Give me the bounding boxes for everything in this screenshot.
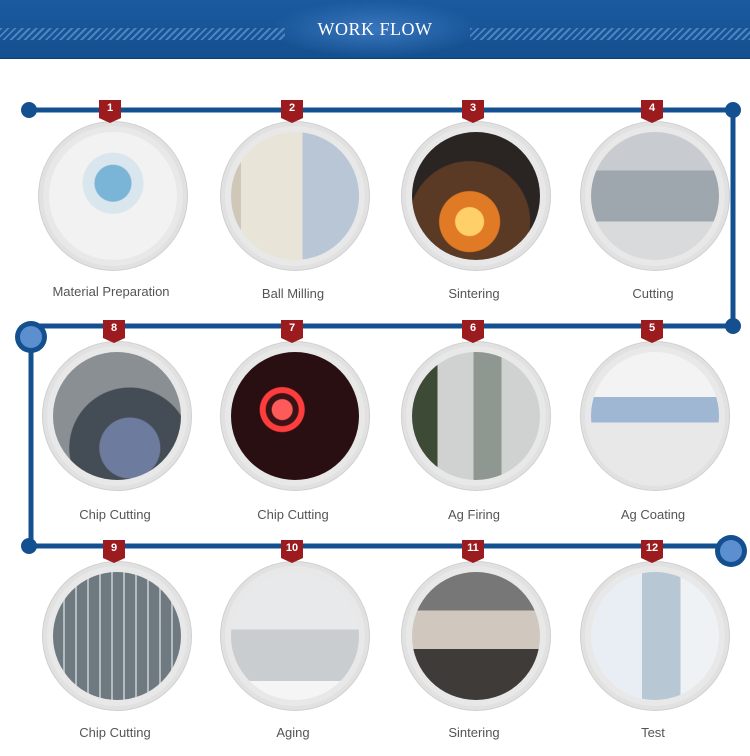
step-number-badge: 7 (281, 320, 303, 343)
step-number: 2 (288, 102, 296, 114)
chip-array-photo (53, 572, 181, 700)
cleanroom-tester-photo (591, 572, 719, 700)
step-photo-frame (221, 122, 369, 270)
step-label: Sintering (448, 286, 500, 301)
header-glow (270, 0, 480, 58)
header-stripe-left (0, 28, 285, 40)
step-number: 10 (285, 542, 299, 554)
step-label: Ag Coating (620, 507, 686, 522)
sintering-line-photo (412, 572, 540, 700)
ball-mill-photo (231, 132, 359, 260)
page-title: WORK FLOW (317, 19, 433, 39)
step-number: 9 (110, 542, 118, 554)
step-number: 11 (467, 542, 479, 554)
step-number-badge: 6 (462, 320, 484, 343)
step-number-badge: 10 (281, 540, 303, 563)
step-label: Ball Milling (261, 286, 325, 301)
scale-photo (49, 132, 177, 260)
workflow-step-6: 6 Ag Firing (394, 320, 554, 522)
step-number-badge: 2 (281, 100, 303, 123)
step-label: Material Preparation (52, 284, 170, 299)
step-photo-frame (402, 122, 550, 270)
header-banner: WORK FLOW (0, 0, 750, 59)
step-label: Sintering (448, 725, 500, 740)
step-number-badge: 4 (641, 100, 663, 123)
step-photo-frame (402, 562, 550, 710)
step-label: Test (641, 725, 665, 740)
step-number-badge: 9 (103, 540, 125, 563)
step-number-badge: 5 (641, 320, 663, 343)
step-label: Chip Cutting (79, 507, 151, 522)
step-number: 1 (106, 102, 114, 114)
glowing-coils-photo (231, 352, 359, 480)
step-number: 12 (645, 542, 659, 554)
step-label: Ag Firing (447, 507, 501, 522)
step-photo-frame (581, 122, 729, 270)
step-number: 7 (288, 322, 296, 334)
step-label: Chip Cutting (257, 507, 329, 522)
aging-chamber-photo (231, 572, 359, 700)
workflow-step-5: 5 Ag Coating (573, 320, 733, 522)
step-photo-frame (43, 342, 191, 490)
firing-oven-photo (412, 352, 540, 480)
step-photo-frame (43, 562, 191, 710)
step-photo-frame (221, 342, 369, 490)
step-label: Cutting (632, 286, 674, 301)
step-photo-frame (581, 342, 729, 490)
blade-saw-photo (53, 352, 181, 480)
step-number-badge: 8 (103, 320, 125, 343)
step-number: 3 (469, 102, 477, 114)
step-photo-frame (39, 122, 187, 270)
coating-machine-photo (591, 352, 719, 480)
step-label: Aging (276, 725, 310, 740)
header-stripe-right (470, 28, 750, 40)
step-number: 6 (469, 322, 477, 334)
step-number-badge: 3 (462, 100, 484, 123)
step-number-badge: 1 (99, 100, 121, 123)
step-number: 4 (648, 102, 656, 114)
step-number: 5 (648, 322, 656, 334)
step-number-badge: 11 (462, 540, 484, 563)
step-photo-frame (221, 562, 369, 710)
step-number: 8 (110, 322, 118, 334)
step-number-badge: 12 (641, 540, 663, 563)
step-photo-frame (581, 562, 729, 710)
step-label: Chip Cutting (79, 725, 151, 740)
furnace-photo (412, 132, 540, 260)
cutting-machine-photo (591, 132, 719, 260)
step-photo-frame (402, 342, 550, 490)
